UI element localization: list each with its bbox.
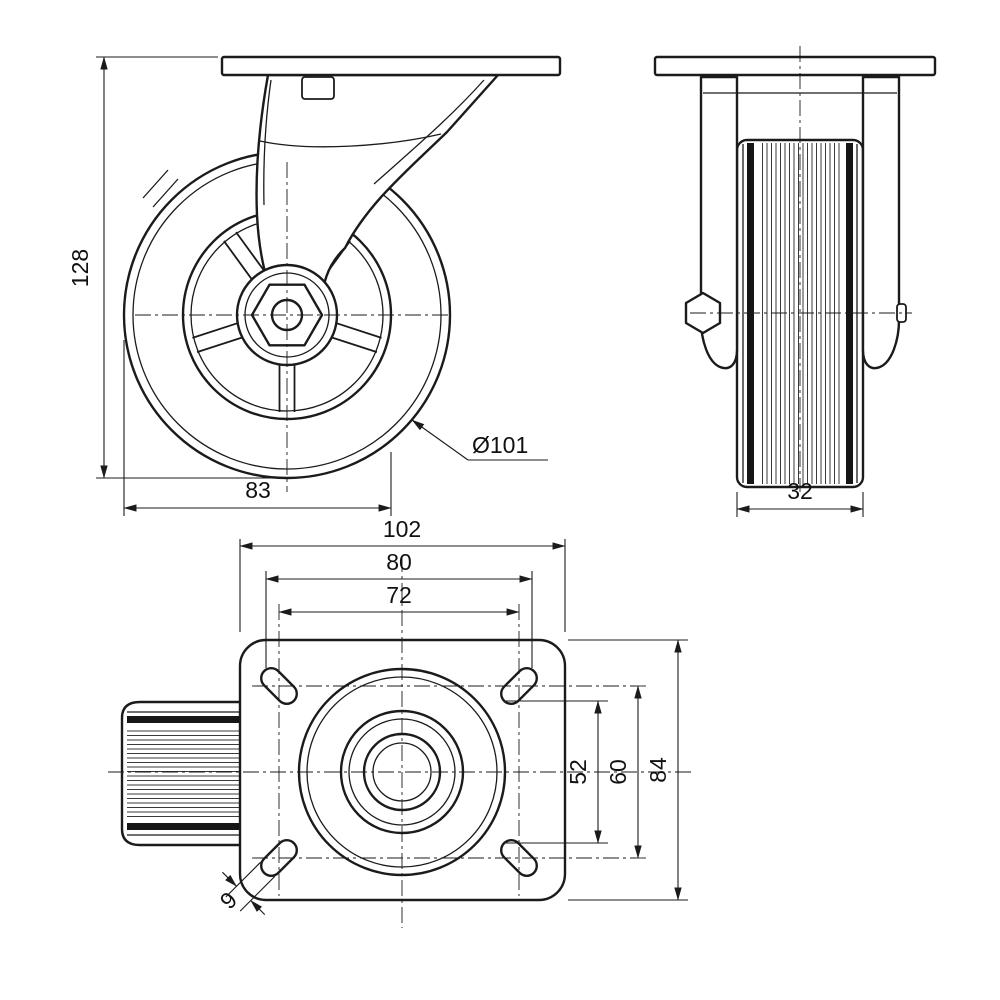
dim-offset-group: 83	[123, 340, 392, 516]
dim-60: 60	[605, 759, 631, 785]
dim-dia-101: Ø101	[472, 432, 528, 458]
dim-hole-span-inner-group: 72	[278, 582, 520, 616]
front-view: 128 83 Ø101	[67, 55, 562, 516]
bottom-view: 102 80 72 52 60 84	[108, 516, 692, 928]
dim-80: 80	[386, 549, 412, 575]
dim-slot-inner-span-group: 52	[506, 700, 608, 844]
dim-hole-pitch-group: 60	[605, 685, 642, 859]
dim-hole-span-outer-group: 80	[265, 549, 533, 668]
dim-plate-width-group: 84	[568, 639, 688, 901]
front-centerlines	[135, 162, 452, 492]
dim-wheel-width-group: 32	[736, 478, 864, 517]
wheel-bottom	[120, 700, 247, 847]
fork-legs-side	[684, 75, 907, 370]
tread-hatch-bottom	[127, 728, 245, 819]
tread-band-bottom	[127, 823, 245, 830]
dim-52: 52	[565, 759, 591, 785]
dim-128: 128	[67, 249, 93, 287]
wheel-hub-front	[235, 263, 339, 367]
tire-surface-marks	[142, 169, 179, 208]
dim-84: 84	[645, 757, 671, 783]
dim-9: 9	[215, 887, 242, 914]
dim-102: 102	[383, 516, 421, 542]
dim-72: 72	[386, 582, 412, 608]
bottom-centerlines	[108, 556, 692, 928]
side-centerlines	[690, 46, 912, 492]
top-plate-side	[653, 55, 937, 77]
dim-overall-height-group: 128	[67, 56, 280, 479]
dim-83: 83	[245, 477, 271, 503]
dim-plate-length-group: 102	[239, 516, 566, 632]
tread-band-left	[747, 143, 754, 484]
side-view: 32	[653, 46, 937, 517]
tread-band-right	[846, 143, 853, 484]
kingpin-boss	[301, 76, 335, 100]
swivel-fork-front	[255, 73, 500, 317]
tread-band-top	[127, 716, 245, 723]
dim-32: 32	[787, 478, 813, 504]
dim-wheel-diameter-group: Ø101	[411, 419, 548, 461]
wheel-side	[735, 138, 865, 489]
top-plate-front	[220, 55, 562, 77]
